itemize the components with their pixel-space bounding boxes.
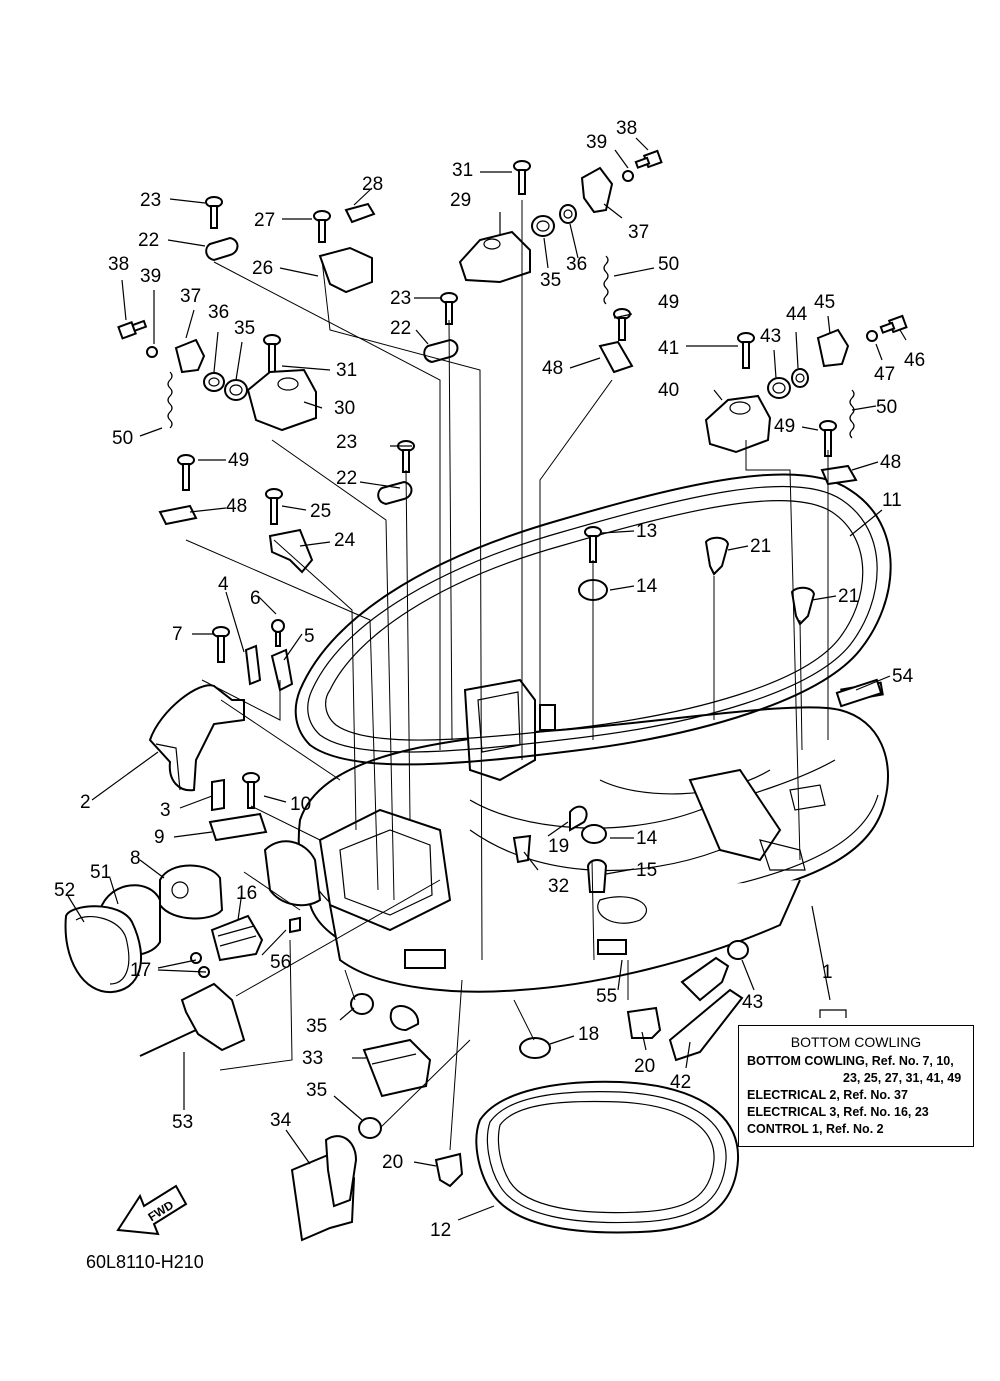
- callout-number: 41: [658, 338, 679, 359]
- callout-number: 31: [336, 360, 357, 381]
- callout-number: 35: [234, 318, 255, 339]
- callout-number: 48: [226, 496, 247, 517]
- callout-number: 34: [270, 1110, 292, 1131]
- callout-numbers: 3839312928232722263536375023224938393736…: [54, 118, 925, 1241]
- callout-number: 5: [304, 626, 315, 647]
- callout-number: 21: [750, 536, 771, 557]
- callout-number: 35: [306, 1080, 327, 1101]
- callout-number: 45: [814, 292, 835, 313]
- lower-seal-ring: [475, 1080, 740, 1234]
- callout-number: 43: [742, 992, 763, 1013]
- callout-number: 35: [306, 1016, 327, 1037]
- callout-number: 55: [596, 986, 617, 1007]
- callout-number: 23: [140, 190, 161, 211]
- callout-number: 14: [636, 828, 658, 849]
- callout-number: 37: [180, 286, 201, 307]
- callout-number: 16: [236, 883, 257, 904]
- callout-number: 1: [822, 962, 833, 983]
- callout-number: 22: [336, 468, 357, 489]
- callout-number: 13: [636, 521, 657, 542]
- reference-box-title: BOTTOM COWLING: [790, 1034, 922, 1050]
- callout-number: 23: [336, 432, 357, 453]
- reference-line: ELECTRICAL 2, Ref. No. 37: [747, 1088, 908, 1102]
- callout-number: 53: [172, 1112, 193, 1133]
- callout-number: 39: [586, 132, 607, 153]
- front-hardware-parts: [64, 684, 301, 1057]
- callout-number: 51: [90, 862, 111, 883]
- callout-number: 10: [290, 794, 311, 815]
- callout-number: 21: [838, 586, 859, 607]
- housing-parts: [174, 166, 850, 626]
- callout-number: 52: [54, 880, 75, 901]
- leader-lines: [67, 137, 907, 1221]
- callout-number: 22: [138, 230, 159, 251]
- callout-number: 30: [334, 398, 355, 419]
- callout-number: 54: [892, 666, 914, 687]
- callout-number: 44: [786, 304, 808, 325]
- callout-number: 43: [760, 326, 781, 347]
- washer-parts: [146, 170, 878, 1139]
- callout-number: 14: [636, 576, 658, 597]
- callout-number: 20: [382, 1152, 403, 1173]
- callout-number: 36: [208, 302, 229, 323]
- callout-number: 38: [616, 118, 637, 139]
- callout-number: 20: [634, 1056, 655, 1077]
- bottom-cowling-body: [263, 678, 889, 993]
- callout-number: 26: [252, 258, 273, 279]
- callout-number: 15: [636, 860, 657, 881]
- callout-number: 48: [880, 452, 901, 473]
- callout-number: 50: [112, 428, 133, 449]
- reference-line: ELECTRICAL 3, Ref. No. 16, 23: [747, 1105, 929, 1119]
- diagram-code: 60L8110-H210: [86, 1252, 204, 1272]
- callout-number: 31: [452, 160, 473, 181]
- fwd-arrow: FWD: [116, 1184, 188, 1236]
- callout-number: 17: [130, 960, 151, 981]
- callout-number: 38: [108, 254, 129, 275]
- callout-number: 12: [430, 1220, 451, 1241]
- callout-number: 22: [390, 318, 411, 339]
- reference-line: CONTROL 1, Ref. No. 2: [747, 1122, 884, 1136]
- callout-number: 27: [254, 210, 275, 231]
- callout-number: 19: [548, 836, 569, 857]
- callout-number: 42: [670, 1072, 691, 1093]
- callout-number: 39: [140, 266, 161, 287]
- callout-number: 49: [774, 416, 795, 437]
- callout-number: 47: [874, 364, 895, 385]
- reference-line: BOTTOM COWLING, Ref. No. 7, 10,: [747, 1054, 954, 1068]
- callout-number: 6: [250, 588, 261, 609]
- callout-number: 24: [334, 530, 356, 551]
- callout-number: 3: [160, 800, 171, 821]
- callout-number: 18: [578, 1024, 599, 1045]
- callout-number: 9: [154, 827, 165, 848]
- callout-number: 40: [658, 380, 679, 401]
- callout-number: 36: [566, 254, 587, 275]
- callout-number: 50: [658, 254, 679, 275]
- callout-number: 29: [450, 190, 471, 211]
- callout-number: 50: [876, 397, 897, 418]
- callout-number: 37: [628, 222, 649, 243]
- callout-number: 7: [172, 624, 183, 645]
- callout-number: 49: [658, 292, 679, 313]
- bolt-parts: [117, 149, 908, 809]
- callout-number: 4: [218, 574, 229, 595]
- reference-line: 23, 25, 27, 31, 41, 49: [843, 1071, 962, 1085]
- callout-number: 32: [548, 876, 569, 897]
- reference-box: BOTTOM COWLING BOTTOM COWLING, Ref. No. …: [738, 1025, 974, 1147]
- callout-number: 11: [882, 490, 902, 511]
- callout-number: 28: [362, 174, 383, 195]
- assembly-lines: [185, 200, 829, 1151]
- callout-number: 23: [390, 288, 411, 309]
- callout-number: 25: [310, 501, 331, 522]
- callout-number: 33: [302, 1048, 323, 1069]
- callout-number: 8: [130, 848, 141, 869]
- callout-number: 2: [80, 792, 91, 813]
- lower-parts: [290, 678, 883, 1242]
- callout-number: 35: [540, 270, 561, 291]
- callout-number: 56: [270, 952, 291, 973]
- callout-number: 48: [542, 358, 563, 379]
- callout-number: 49: [228, 450, 249, 471]
- callout-number: 46: [904, 350, 925, 371]
